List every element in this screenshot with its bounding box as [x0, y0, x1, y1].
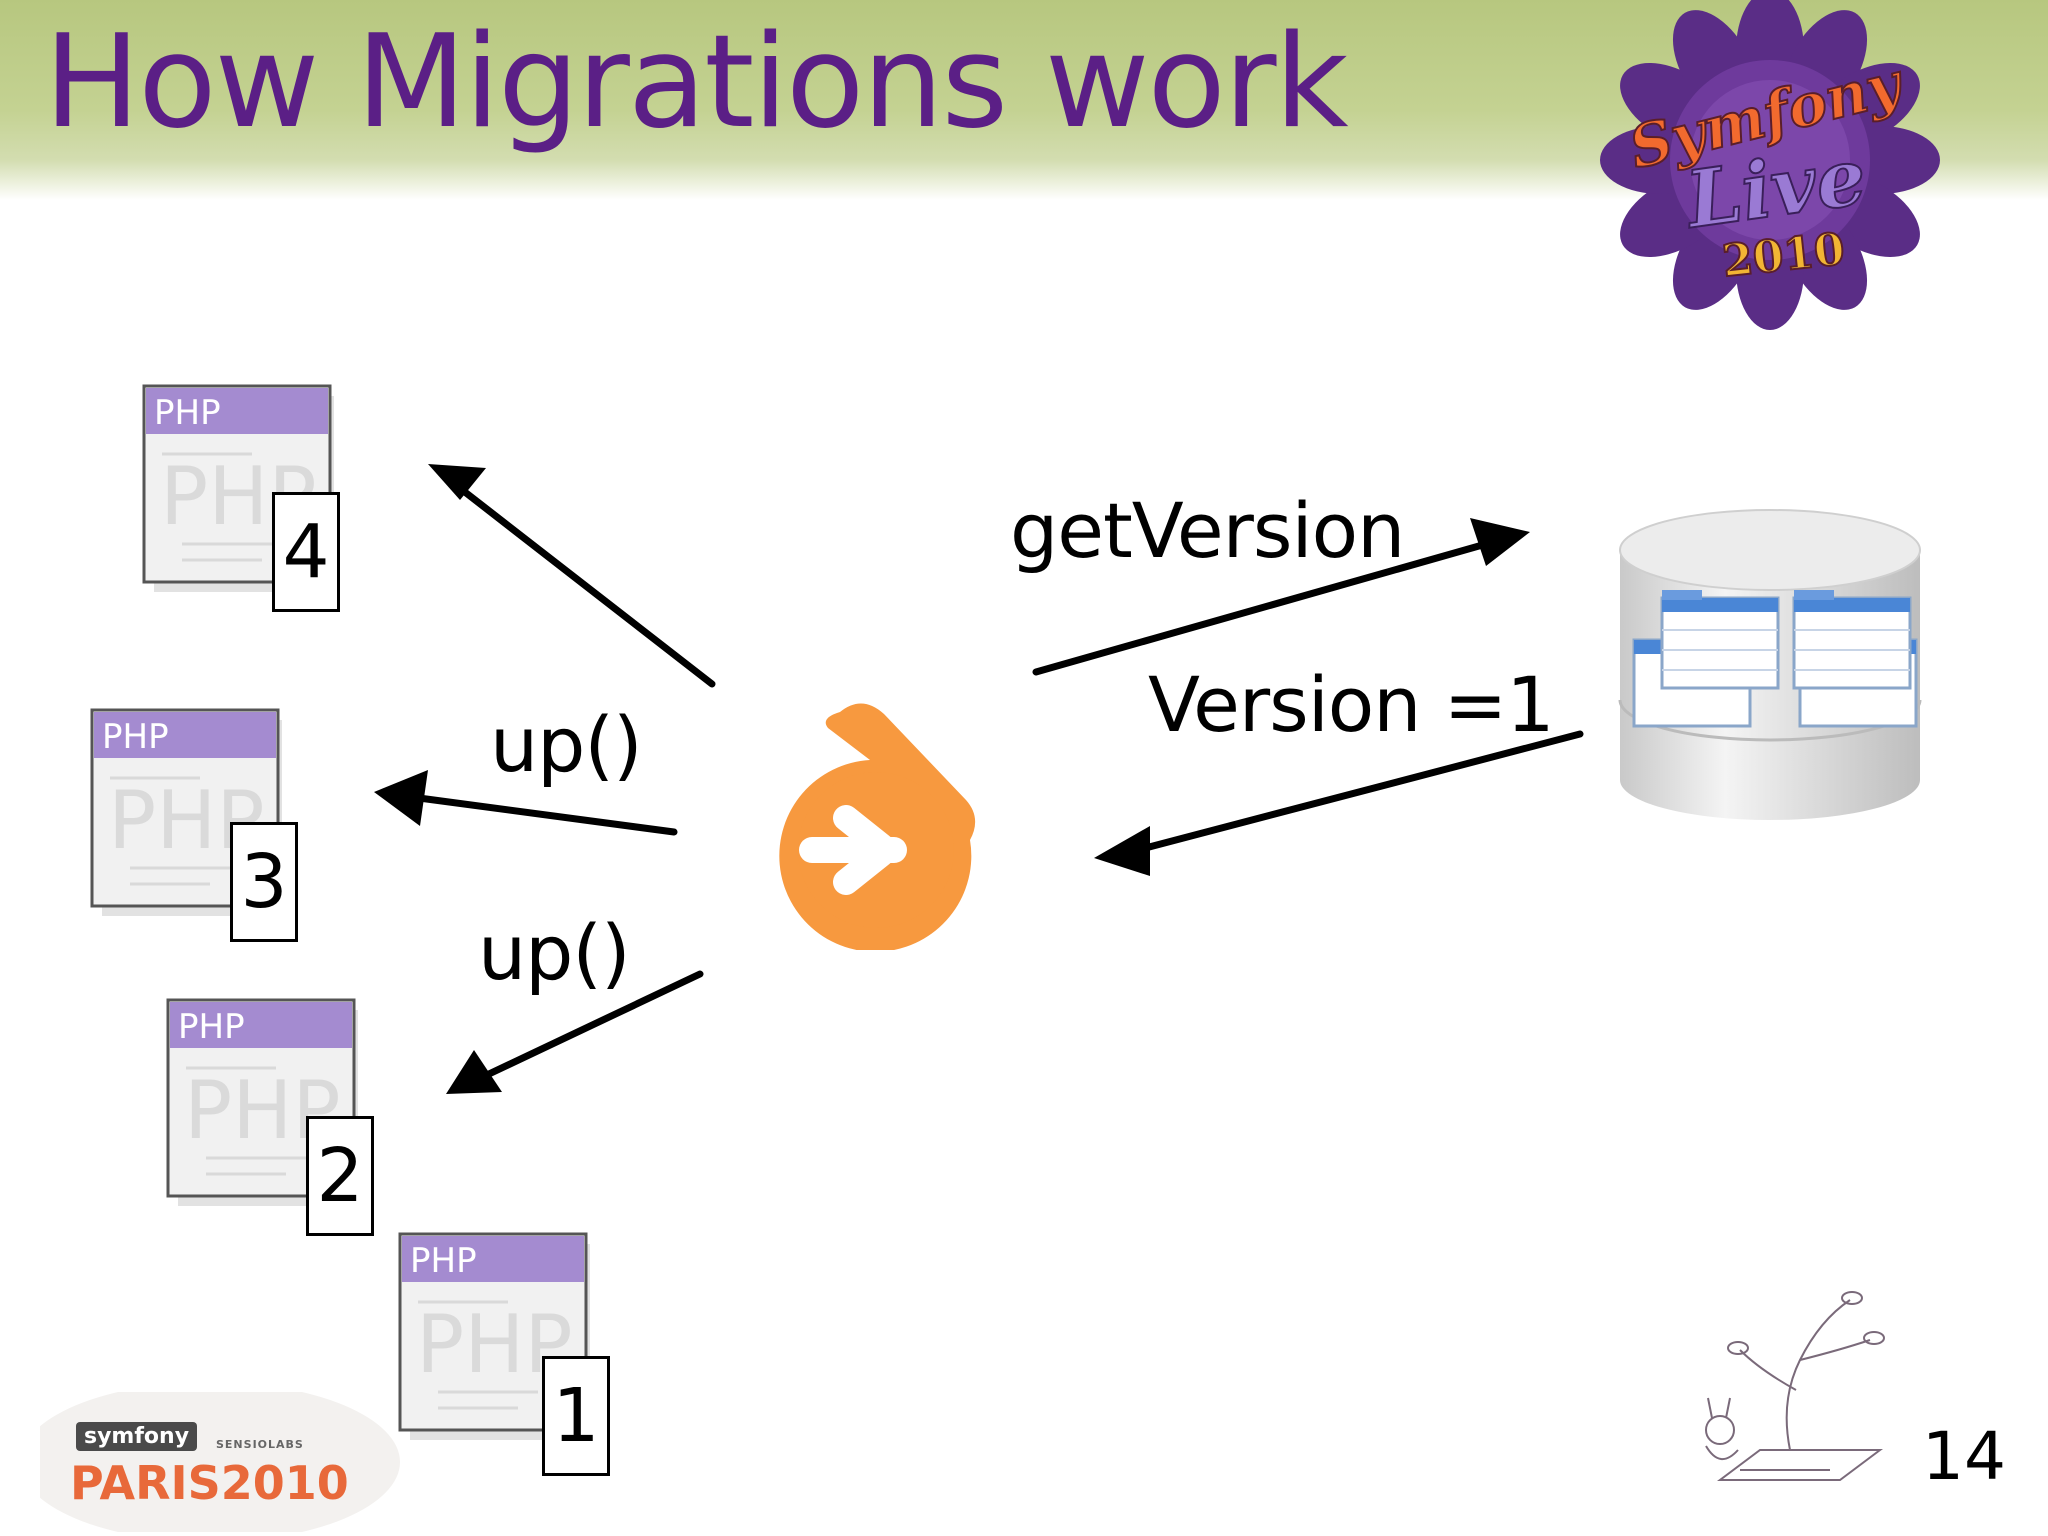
- arrowhead-migration-4: [428, 464, 486, 500]
- svg-text:PHP: PHP: [154, 393, 221, 433]
- arrow-up-to-migration-2: [468, 970, 704, 1086]
- svg-text:PHP: PHP: [178, 1007, 245, 1047]
- footer-company-logo: SENSIOLABS: [216, 1438, 304, 1451]
- label-up-call: up(): [490, 700, 643, 789]
- svg-text:PHP: PHP: [102, 717, 169, 757]
- svg-text:PHP: PHP: [410, 1241, 477, 1281]
- arrowhead-get-version: [1470, 518, 1530, 566]
- arrowhead-migration-3: [374, 770, 428, 826]
- arrow-to-migration-4: [448, 478, 716, 688]
- label-version-result: Version =1: [1148, 660, 1555, 749]
- doctrine-logo-icon: [779, 703, 976, 950]
- arrow-get-version: [1032, 536, 1504, 676]
- page-number: 14: [1922, 1418, 2006, 1495]
- arrow-version-result: [1126, 730, 1584, 856]
- database-icon: [1618, 509, 1922, 820]
- migration-number-2: 2: [306, 1116, 374, 1236]
- slide-title: How Migrations work: [44, 8, 1349, 157]
- arrowhead-migration-2: [446, 1050, 502, 1094]
- symfony-live-logo: Symfony Live 2010: [1600, 0, 1940, 330]
- footer-event-logo: PARIS2010: [70, 1456, 349, 1510]
- php-file-icon: PHP PHP: [142, 384, 338, 596]
- migration-number-3: 3: [230, 822, 298, 942]
- migration-number-4: 4: [272, 492, 340, 612]
- sketch-illustration: [1705, 1291, 1885, 1481]
- migration-number-1: 1: [542, 1356, 610, 1476]
- footer-sponsor-logo: symfony: [76, 1422, 198, 1451]
- logo-line3: 2010: [1720, 224, 1847, 288]
- arrow-up-to-migration-3: [400, 792, 678, 836]
- arrowhead-version-result: [1094, 826, 1150, 876]
- label-get-version: getVersion: [1010, 486, 1405, 575]
- label-up-call: up(): [478, 908, 631, 997]
